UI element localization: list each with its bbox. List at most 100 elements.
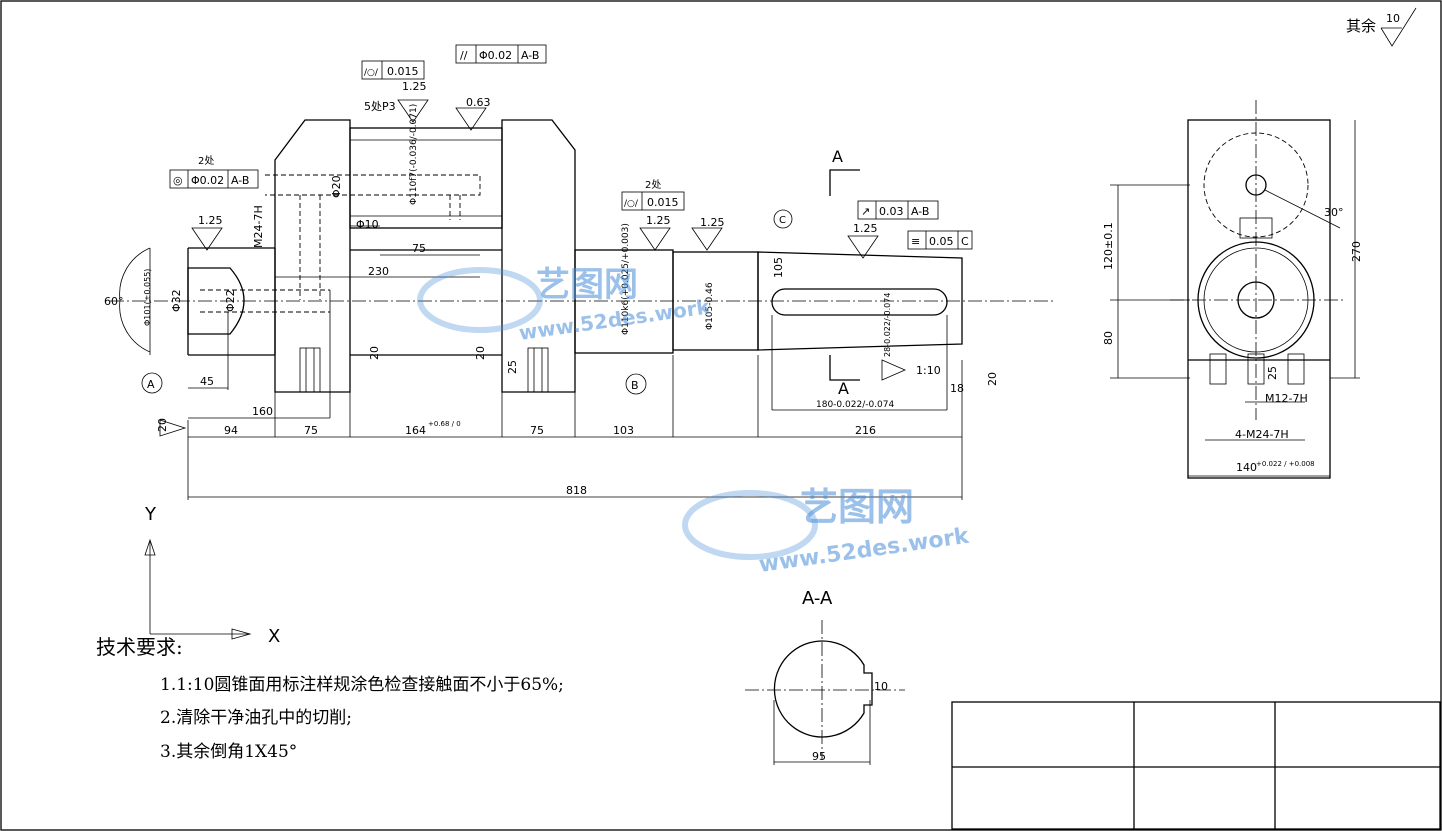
- left-crank-web: [274, 119, 351, 393]
- tol-cyl-top-symbol: /○/: [364, 68, 379, 78]
- section-title: A-A: [802, 588, 833, 609]
- right-crank-web: [501, 119, 576, 393]
- axis-y-label: Y: [144, 504, 157, 525]
- dimension-labels: 5处P3 M24-7H 230 75 Φ10 Φ20 Φ32 Φ22 Φ101(…: [104, 100, 999, 497]
- label-18: 18: [950, 382, 964, 395]
- tol-runout-right-symbol: ↗: [861, 205, 870, 218]
- label-phi101: Φ101(±0.055): [143, 269, 152, 326]
- keyway: [771, 288, 948, 316]
- side-label-30deg: 30°: [1324, 206, 1344, 219]
- tol-parallel-datum: A-B: [521, 49, 539, 62]
- left-end-section: [187, 267, 245, 335]
- label-datum-a: A: [147, 378, 155, 391]
- roughness-value: 10: [1386, 12, 1400, 25]
- requirement-2: 2.清除干净油孔中的切削;: [160, 708, 352, 728]
- label-phi22: Φ22: [224, 289, 237, 312]
- label-taper: 1:10: [916, 364, 941, 377]
- label-60deg: 60°: [104, 295, 124, 308]
- roughness-values: 1.25 1.25 0.63 1.25 1.25 1.25: [198, 80, 878, 235]
- label-phi110-top: Φ110f7(-0.036/-0.071): [409, 104, 419, 205]
- axis-x-label: X: [268, 626, 280, 647]
- tol-symmetry-symbol: ≡: [911, 235, 920, 248]
- side-label-270: 270: [1350, 241, 1363, 262]
- tol-runout-left-symbol: ◎: [173, 174, 183, 187]
- label-section-a-top: A: [832, 147, 843, 166]
- label-180: 180-0.022/-0.074: [816, 400, 895, 410]
- label-105: 105: [772, 257, 785, 278]
- label-section-a-bot: A: [838, 379, 849, 398]
- side-label-80: 80: [1102, 331, 1115, 345]
- label-20b: 20: [368, 346, 381, 360]
- side-label-m24: 4-M24-7H: [1235, 428, 1289, 441]
- datum-c-circle: [773, 209, 793, 229]
- label-20d: 20: [986, 372, 999, 386]
- main-view: [110, 99, 1055, 500]
- requirement-3: 3.其余倒角1X45°: [160, 742, 297, 762]
- tol-cyl-mid-value: 0.015: [647, 196, 679, 209]
- label-818: 818: [566, 484, 587, 497]
- label-25: 25: [506, 360, 519, 374]
- roughness-general: 其余 10: [1346, 7, 1417, 47]
- tol-cyl-top-value: 0.015: [387, 65, 419, 78]
- side-label-m12: M12-7H: [1265, 392, 1308, 405]
- tol-frame-runout-right: ↗ 0.03 A-B: [857, 200, 939, 220]
- tol-runout-left-datum: A-B: [231, 174, 249, 187]
- ra-journal: 1.25: [646, 214, 671, 227]
- label-phi110-mid: Φ110k6(+0.025/+0.003): [621, 223, 631, 335]
- label-164-tol: +0.68 / 0: [428, 420, 461, 428]
- tol-runout-right-datum: A-B: [911, 205, 929, 218]
- section-a-a: A-A 10 95: [745, 588, 905, 765]
- label-phi20: Φ20: [330, 175, 343, 198]
- label-75b: 75: [530, 424, 544, 437]
- label-75-inner: 75: [412, 242, 426, 255]
- title-block: [951, 701, 1441, 830]
- label-94: 94: [224, 424, 238, 437]
- tol-runout-left-prefix: 2处: [198, 155, 214, 167]
- tol-cyl-mid-symbol: /○/: [624, 199, 639, 209]
- tol-cyl-mid-prefix: 2处: [645, 179, 661, 191]
- tol-parallel-symbol: //: [460, 49, 468, 62]
- tol-runout-right-value: 0.03: [879, 205, 904, 218]
- side-label-140: 140: [1236, 461, 1257, 474]
- label-phi10: Φ10: [356, 218, 379, 231]
- label-phi105: Φ105-0.46: [705, 282, 715, 330]
- label-20a: 20: [156, 418, 169, 432]
- ra-left: 1.25: [198, 214, 223, 227]
- tol-frame-runout-left: 2处 ◎ Φ0.02 A-B: [169, 155, 259, 189]
- tol-runout-left-value: Φ0.02: [191, 174, 224, 187]
- tol-frame-symmetry: ≡ 0.05 C: [907, 230, 973, 250]
- label-103: 103: [613, 424, 634, 437]
- watermark-brand-2: 艺图网: [800, 485, 914, 529]
- label-phi32: Φ32: [170, 289, 183, 312]
- label-datum-b: B: [631, 379, 639, 392]
- label-20c: 20: [474, 346, 487, 360]
- tol-parallel-value: Φ0.02: [479, 49, 512, 62]
- datum-b-circle: [625, 373, 647, 395]
- side-label-25: 25: [1266, 366, 1279, 380]
- side-view: [1110, 100, 1360, 479]
- label-45: 45: [200, 375, 214, 388]
- label-datum-c: C: [779, 215, 786, 226]
- section-label-95: 95: [812, 750, 826, 763]
- requirement-1: 1.1:10圆锥面用标注样规涂色检查接触面不小于65%;: [160, 675, 564, 695]
- watermark-url-2: www.52des.work: [757, 524, 971, 578]
- label-thread-left: M24-7H: [252, 205, 265, 248]
- side-view-labels: 120±0.1 80 270 30° 140 +0.022 / +0.008 M…: [1102, 206, 1363, 474]
- tol-frame-cyl-top: /○/ 0.015: [361, 60, 425, 80]
- watermark-brand-1: 艺图网: [536, 265, 638, 305]
- label-164: 164: [405, 424, 426, 437]
- watermark-2: 艺图网 www.52des.work: [682, 485, 972, 578]
- side-label-120: 120±0.1: [1102, 222, 1115, 270]
- ra-step: 1.25: [700, 216, 725, 229]
- ra-taper: 1.25: [853, 222, 878, 235]
- label-75a: 75: [304, 424, 318, 437]
- label-216: 216: [855, 424, 876, 437]
- datum-a-circle: [141, 372, 163, 394]
- label-thread-top: 5处P3: [364, 100, 396, 113]
- tol-frame-parallel: // Φ0.02 A-B: [455, 44, 547, 64]
- tol-frame-cyl-mid: 2处 /○/ 0.015: [621, 179, 685, 211]
- oil-hole-top: [265, 174, 481, 196]
- side-label-140-tol: +0.022 / +0.008: [1256, 460, 1315, 468]
- tol-symmetry-value: 0.05: [929, 235, 954, 248]
